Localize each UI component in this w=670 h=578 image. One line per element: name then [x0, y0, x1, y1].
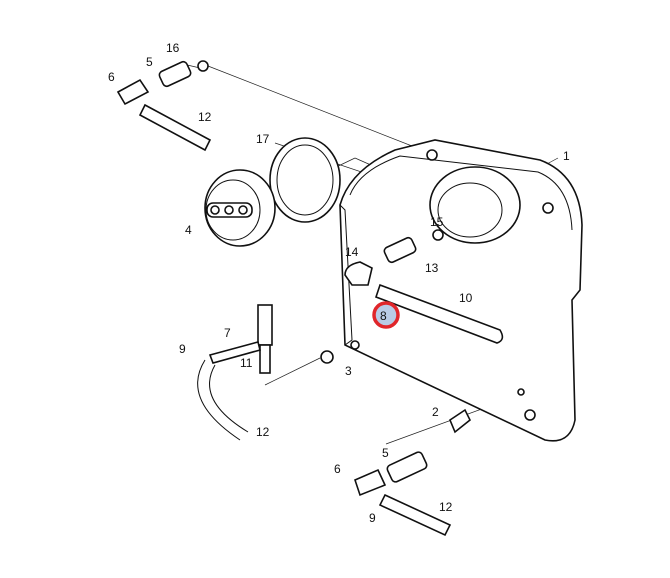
part-10-13-14-assembly: [344, 236, 504, 344]
callout-9[interactable]: 9: [369, 511, 376, 525]
callout-7[interactable]: 7: [224, 326, 231, 340]
callout-10[interactable]: 10: [459, 291, 473, 305]
selected-part-highlight: [372, 301, 400, 329]
callout-12[interactable]: 12: [198, 110, 212, 124]
part-7-9-11-12-assembly: [197, 304, 334, 441]
callout-1[interactable]: 1: [563, 149, 570, 163]
callout-3[interactable]: 3: [345, 364, 352, 378]
callout-2[interactable]: 2: [432, 405, 439, 419]
callout-5[interactable]: 5: [382, 446, 389, 460]
callout-13[interactable]: 13: [425, 261, 439, 275]
callout-11[interactable]: 11: [240, 356, 253, 370]
callout-8[interactable]: 8: [380, 309, 387, 323]
callout-9[interactable]: 9: [179, 342, 186, 356]
callout-14[interactable]: 14: [345, 245, 359, 259]
callout-15[interactable]: 15: [430, 215, 444, 229]
callout-5[interactable]: 5: [146, 55, 153, 69]
callout-6[interactable]: 6: [108, 70, 115, 84]
part-2-5-6-12-bottom-assembly: [354, 408, 472, 537]
part-5-6-12-top-assembly: [116, 60, 212, 152]
part-17-gasket: [269, 137, 341, 223]
callout-17[interactable]: 17: [256, 132, 270, 146]
callout-4[interactable]: 4: [185, 223, 192, 237]
callout-12[interactable]: 12: [439, 500, 453, 514]
callout-16[interactable]: 16: [166, 41, 180, 55]
part-4-cap: [204, 169, 276, 247]
callout-6[interactable]: 6: [334, 462, 341, 476]
part-callouts: 16 5 6 12 17 1 4 15 14 13 10 8 7 9 11 3 …: [108, 41, 570, 525]
part-1-panel: [339, 139, 583, 442]
callout-12[interactable]: 12: [256, 425, 270, 439]
